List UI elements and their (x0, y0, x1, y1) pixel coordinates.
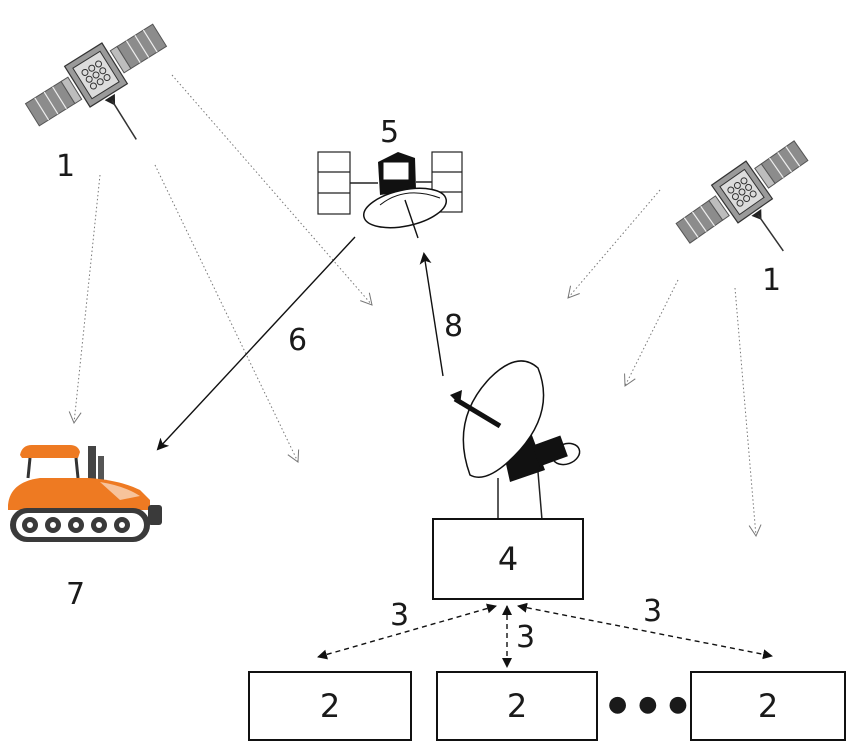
gnss-signal-lines (68, 74, 762, 538)
station-links (317, 602, 773, 668)
receiver-box-center: 2 (436, 671, 598, 741)
label-downlink: 6 (288, 323, 308, 358)
link-left (317, 603, 497, 660)
arrow-uplink (419, 252, 444, 377)
label-uplink: 8 (444, 309, 464, 344)
signal-right-to-dish (624, 279, 679, 387)
signal-left-to-vehicle (68, 174, 101, 425)
gnss-satellite-right-icon (675, 140, 809, 252)
label-link-left: 3 (390, 598, 410, 633)
arrow-downlink (156, 236, 356, 451)
label-relay-satellite: 5 (380, 115, 400, 150)
ellipsis-dots: ● ● ● (608, 692, 690, 717)
signal-left-to-center (171, 74, 373, 306)
label-satellite-right: 1 (762, 263, 782, 298)
link-right (517, 602, 773, 660)
signal-left-down (154, 164, 300, 463)
label-link-right: 3 (643, 594, 663, 629)
label-link-center: 3 (516, 620, 536, 655)
receiver-box-left: 2 (248, 671, 412, 741)
base-station-box: 4 (432, 518, 584, 600)
signal-right-to-center (567, 189, 661, 299)
label-vehicle: 7 (66, 577, 86, 612)
label-satellite-left: 1 (56, 149, 76, 184)
signal-right-down (734, 287, 762, 538)
dish-antenna-icon (450, 360, 581, 521)
receiver-box-right: 2 (690, 671, 846, 741)
gnss-satellite-left-icon (24, 23, 168, 140)
tracked-vehicle-icon (8, 445, 162, 542)
relay-satellite-icon (317, 151, 463, 239)
